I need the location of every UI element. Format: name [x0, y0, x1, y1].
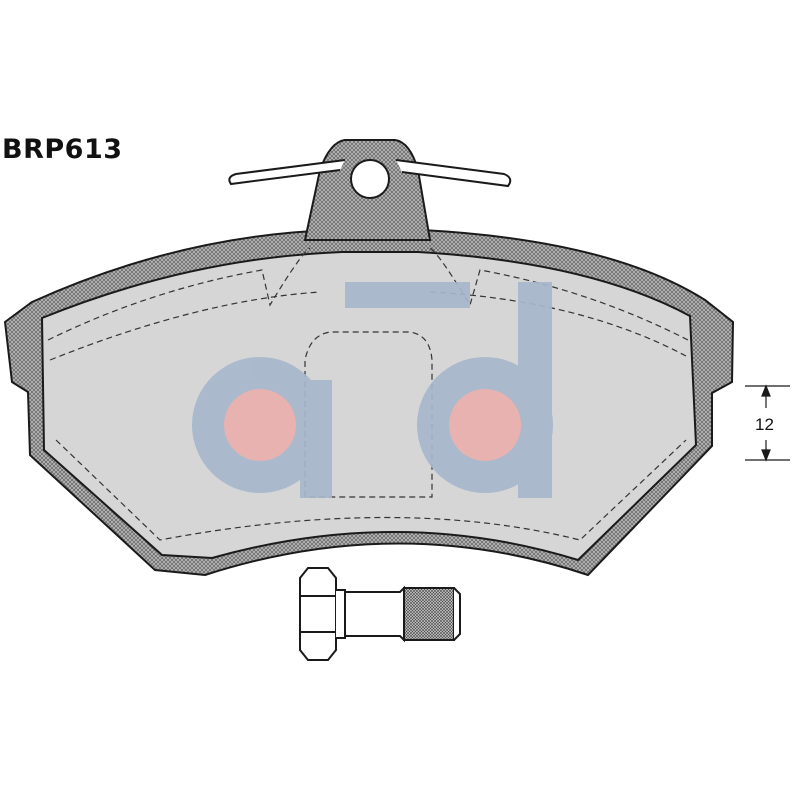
- mounting-hole: [350, 159, 390, 199]
- bolt-icon: [299, 567, 461, 661]
- dimension-indicator: [745, 384, 790, 462]
- dimension-value: 12: [755, 415, 774, 434]
- spring-clip-icon: [228, 159, 512, 188]
- hidden-lines: [47, 247, 689, 541]
- part-number-label: BRP613: [2, 134, 123, 165]
- ad-logo-watermark: [192, 282, 553, 498]
